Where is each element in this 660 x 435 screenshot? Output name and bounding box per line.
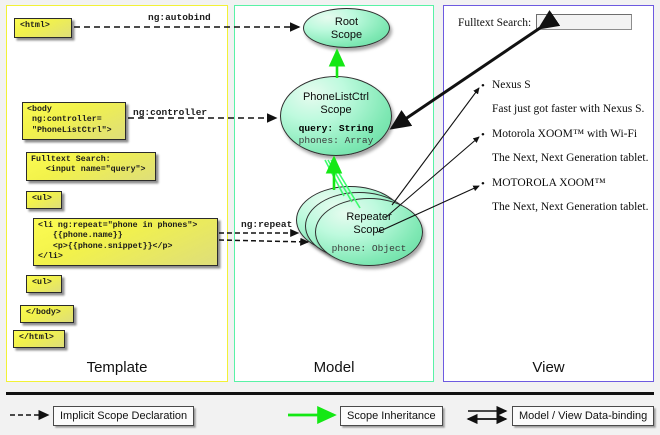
column-label-model: Model xyxy=(313,359,355,376)
scope-repeater-prop-phone: phone: Object xyxy=(331,243,407,254)
scope-root: Root Scope xyxy=(303,8,390,48)
list-item-snippet: The Next, Next Generation tablet. xyxy=(492,152,649,164)
connector-label-ng-repeat: ng:repeat xyxy=(241,219,293,230)
legend-item-scope-inheritance: Scope Inheritance xyxy=(340,406,443,426)
bullet-dot-icon: • xyxy=(481,129,485,141)
list-item-snippet: Fast just got faster with Nexus S. xyxy=(492,103,645,115)
code-box-ul-close: <ul> xyxy=(26,275,62,293)
scope-repeater-name-line1: Repeater xyxy=(346,211,392,223)
code-box-fulltext-search: Fulltext Search: <input name="query"> xyxy=(26,152,156,181)
scope-phonelistctrl-prop-phones: phones: Array xyxy=(298,134,374,146)
code-box-body-open: <body ng:controller= "PhoneListCtrl"> xyxy=(22,102,126,140)
code-box-html-close: </html> xyxy=(13,330,65,348)
column-view: View xyxy=(443,5,654,382)
list-item-name: • Nexus S xyxy=(481,79,531,92)
column-label-view: View xyxy=(532,359,565,376)
scope-phonelistctrl-prop-query: query: String xyxy=(298,123,374,134)
scope-root-name-line2: Scope xyxy=(330,29,363,41)
column-label-template: Template xyxy=(86,359,148,376)
list-item-name-text: Nexus S xyxy=(492,79,531,91)
scope-phonelistctrl-name-line1: PhoneListCtrl xyxy=(302,91,370,103)
bullet-dot-icon: • xyxy=(481,178,485,190)
list-item-name-text: Motorola XOOM™ with Wi-Fi xyxy=(492,128,638,140)
code-box-li-repeat: <li ng:repeat="phone in phones"> {{phone… xyxy=(33,218,218,266)
list-item-snippet: The Next, Next Generation tablet. xyxy=(492,201,649,213)
scope-repeater: Repeater Scope phone: Object xyxy=(315,198,423,266)
bullet-dot-icon: • xyxy=(481,80,485,92)
code-box-html-open: <html> xyxy=(14,18,72,38)
list-item-name: • MOTOROLA XOOM™ xyxy=(481,177,606,190)
list-item-name-text: MOTOROLA XOOM™ xyxy=(492,177,606,189)
legend-item-implicit-scope-declaration: Implicit Scope Declaration xyxy=(53,406,195,426)
fulltext-search-input[interactable] xyxy=(536,14,632,30)
fulltext-search-label: Fulltext Search: xyxy=(458,17,532,29)
connector-label-ng-autobind: ng:autobind xyxy=(148,12,211,23)
legend-divider xyxy=(6,392,654,395)
list-item-name: • Motorola XOOM™ with Wi-Fi xyxy=(481,128,638,141)
legend-item-model-view-data-binding: Model / View Data-binding xyxy=(512,406,655,426)
code-box-body-close: </body> xyxy=(20,305,74,323)
code-box-ul-open: <ul> xyxy=(26,191,62,209)
scope-phonelistctrl: PhoneListCtrl Scope query: String phones… xyxy=(280,76,392,156)
scope-root-name-line1: Root xyxy=(334,16,359,28)
scope-repeater-name-line2: Scope xyxy=(353,224,385,236)
scope-phonelistctrl-name-line2: Scope xyxy=(320,104,352,116)
connector-label-ng-controller: ng:controller xyxy=(133,107,208,118)
